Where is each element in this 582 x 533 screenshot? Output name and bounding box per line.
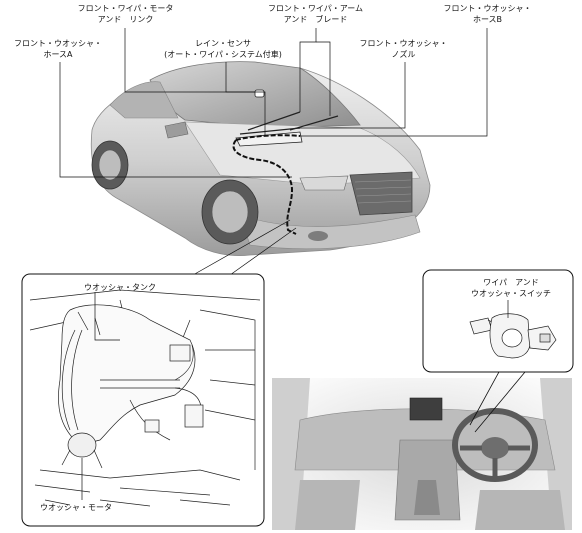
label-wiper-motor-link: フロント・ワイパ・モータ アンド リンク [77, 4, 174, 24]
label-washer-hose-b: フロント・ウオッシャ・ ホースB [443, 4, 532, 24]
grille-lines [354, 179, 412, 204]
label-washer-tank: ウオッシャ・タンク [84, 283, 156, 292]
washer-tank-detail-box [21, 273, 265, 527]
label-wiper-washer-switch: ワイパ アンド ウオッシャ・スイッチ [471, 278, 551, 298]
car-illustration [90, 61, 431, 257]
label-wiper-arm-blade: フロント・ワイパ・アーム アンド ブレード [267, 4, 364, 24]
rain-sensor-part [254, 89, 265, 98]
label-rain-sensor: レイン・センサ (オート・ワイパ・システム付車) [164, 39, 282, 59]
label-washer-nozzle: フロント・ウオッシャ・ ノズル [359, 39, 448, 59]
interior-illustration [272, 369, 572, 530]
label-washer-motor: ウオッシャ・モータ [40, 503, 112, 512]
label-washer-hose-a: フロント・ウオッシャ・ ホースA [14, 39, 102, 59]
leader-lines [59, 28, 488, 276]
wiper-switch-detail-box [422, 269, 574, 373]
washer-hose-route [232, 139, 297, 235]
